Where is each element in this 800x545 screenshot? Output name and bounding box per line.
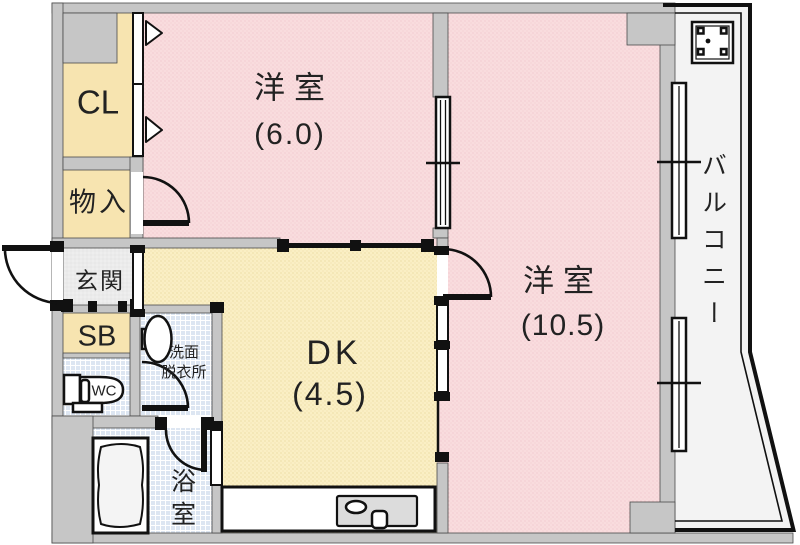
- bedroom-large-label: 洋室: [523, 263, 603, 299]
- bedroom-large-size-label: (10.5): [520, 309, 606, 342]
- bedroom-partition-window: [426, 95, 460, 230]
- closet-area-notch: [117, 13, 133, 63]
- washroom-label-line2: 脱衣所: [161, 364, 207, 381]
- shoe-box-label: SB: [77, 320, 117, 353]
- bathroom-door: [155, 416, 214, 472]
- bathroom-label: 浴室: [167, 468, 196, 534]
- bedroom-10-area: [437, 13, 660, 533]
- dk-bedroom-door: [434, 246, 493, 462]
- bedroom-small-size-label: (6.0): [254, 118, 326, 151]
- balcony-label: バルコニー: [698, 152, 727, 337]
- washroom-label-line1: 洗面: [168, 344, 200, 361]
- closet-label: CL: [76, 83, 120, 121]
- room-areas: [63, 5, 791, 533]
- balcony-window-lower: [657, 316, 701, 453]
- dk-open-wall: [277, 239, 434, 252]
- bedroom-small-label: 洋室: [254, 70, 334, 106]
- hall-door: [130, 245, 145, 317]
- entrance-label: 玄関: [75, 267, 125, 294]
- washroom-dk-door: [209, 421, 223, 486]
- washroom-door: [141, 360, 190, 411]
- shoe-box-area: [63, 313, 130, 353]
- storage-door: [131, 172, 191, 234]
- storage-area: [63, 170, 130, 238]
- bathtub-icon: [91, 436, 150, 535]
- kitchen-counter-icon: [220, 485, 437, 533]
- balcony-window-upper: [657, 81, 701, 240]
- storage-label: 物入: [69, 187, 129, 218]
- entrance-door: [2, 241, 64, 311]
- washbasin-icon: [140, 314, 173, 364]
- washroom-label: 洗面 脱衣所: [161, 343, 206, 383]
- dk-label: DK: [306, 334, 362, 372]
- dk-size-label: (4.5): [292, 376, 368, 412]
- balcony-area: [675, 5, 791, 528]
- entrance-area: [63, 248, 133, 305]
- toilet-label: WC: [91, 382, 117, 400]
- dk-area: [143, 248, 437, 533]
- closet-area: [63, 63, 133, 160]
- washing-machine-pan-icon: [690, 20, 735, 65]
- bedroom-6-area: [133, 13, 437, 248]
- balcony-railing: [663, 3, 797, 532]
- toilet-icon: [62, 373, 125, 414]
- closet-door: [132, 12, 163, 157]
